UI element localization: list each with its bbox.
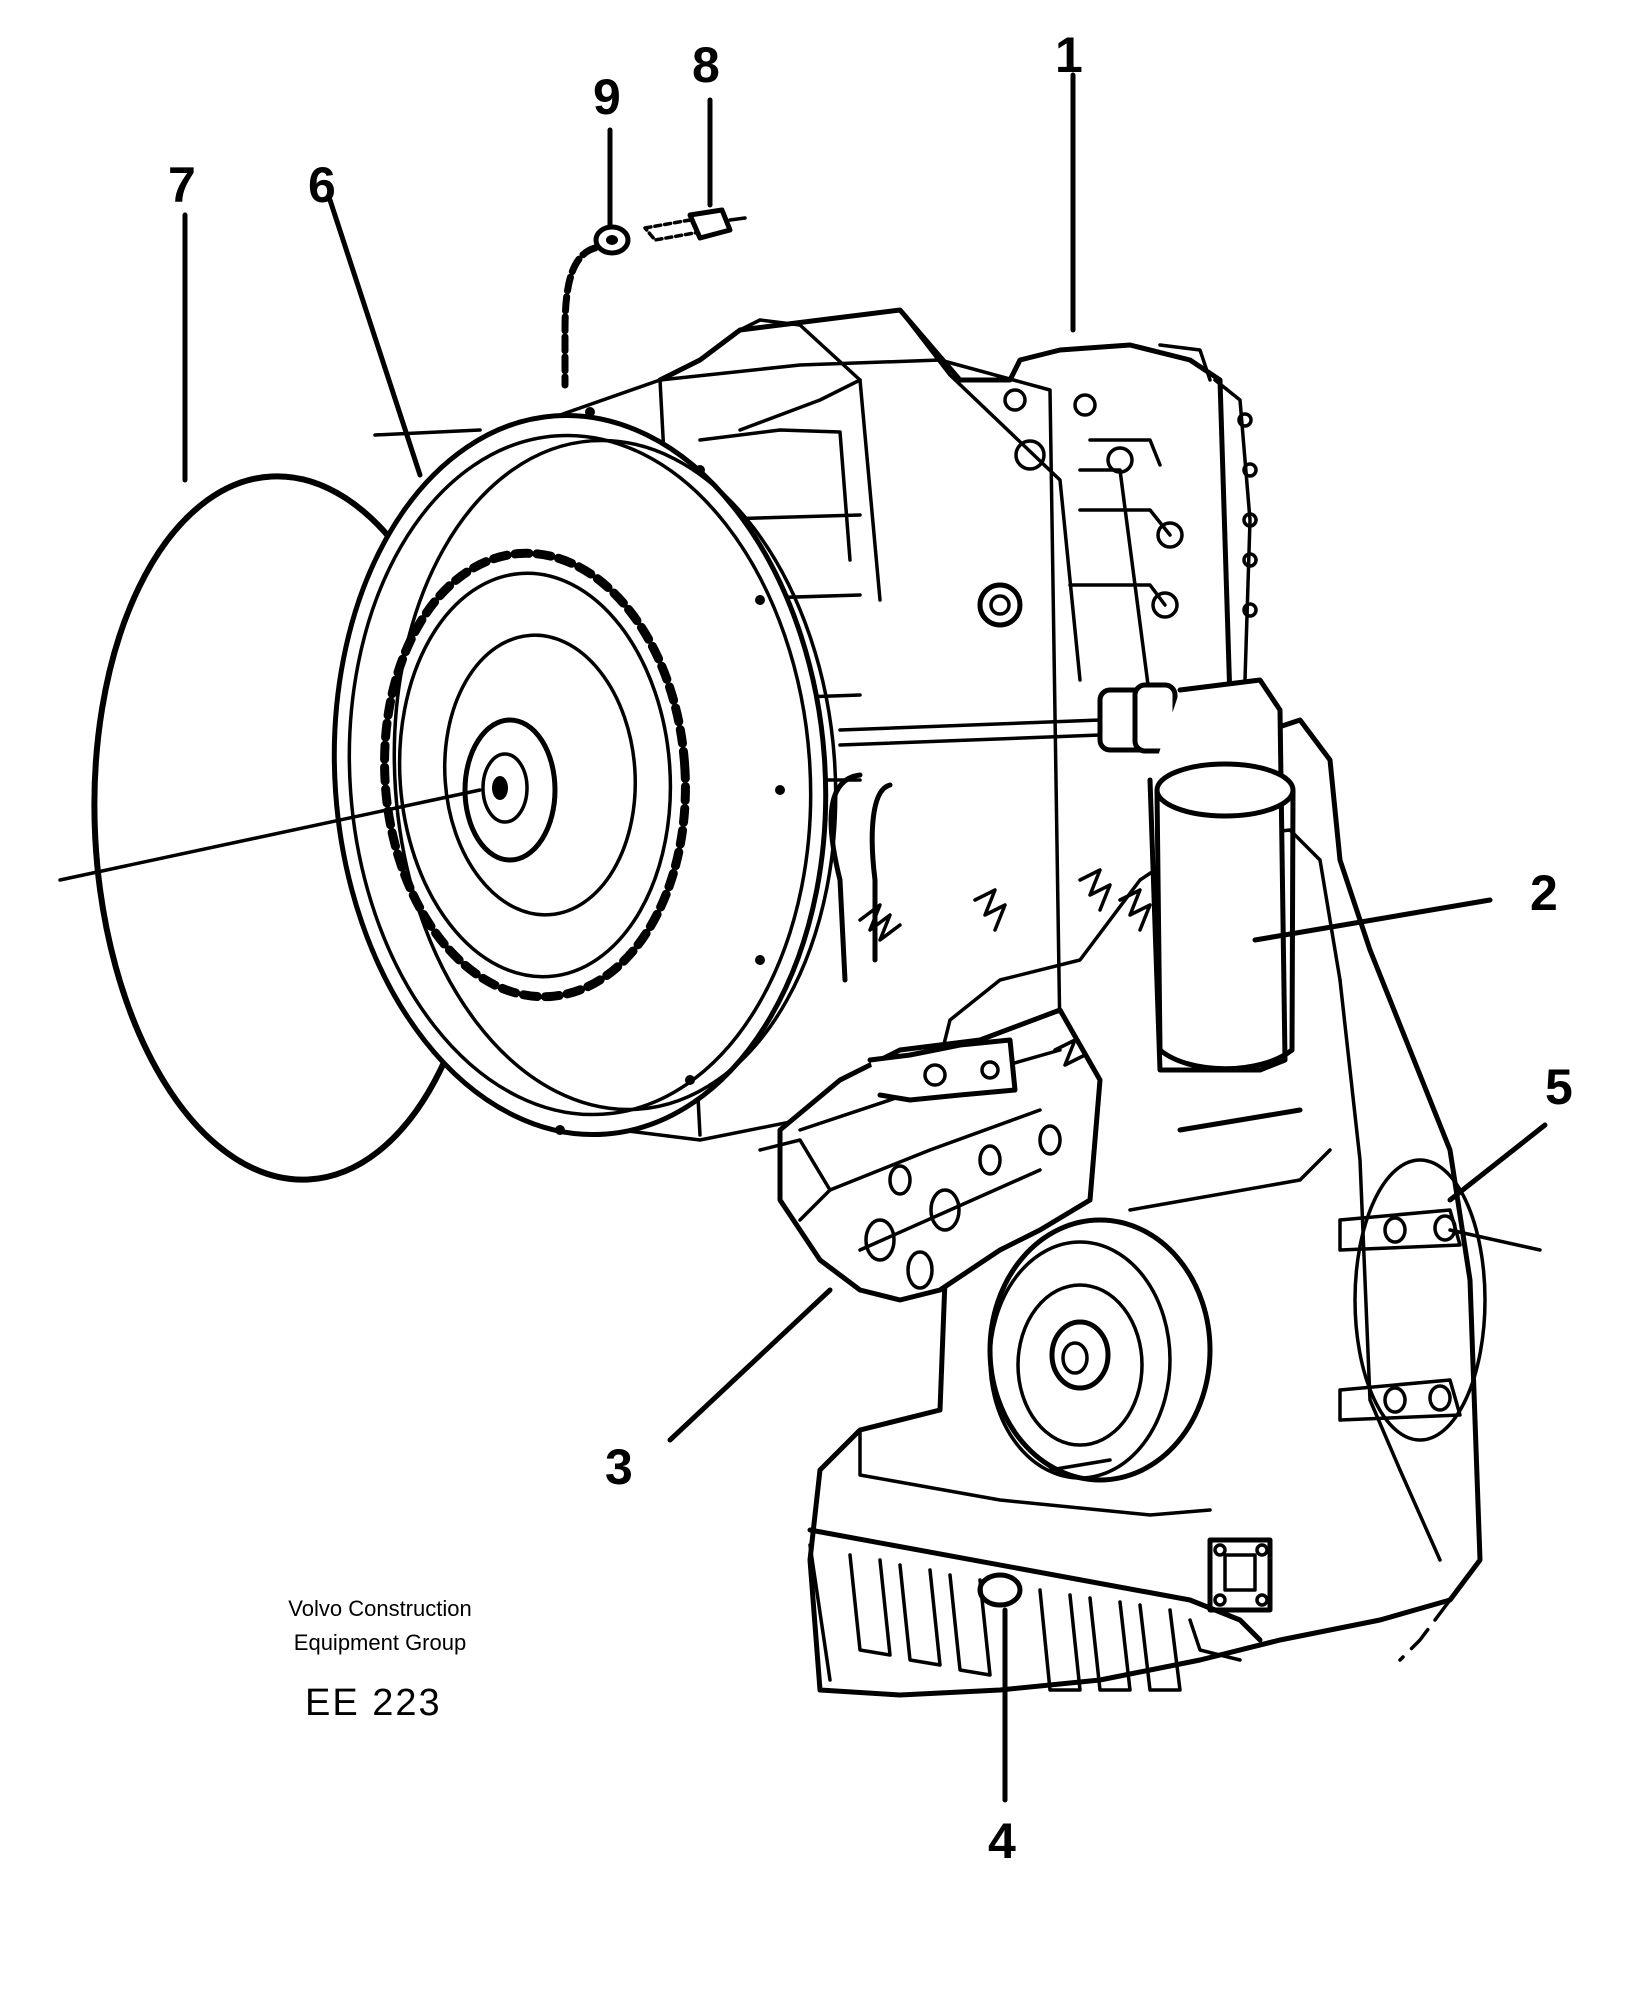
callout-7: 7: [168, 157, 196, 213]
part-2-oil-filter: [828, 677, 1296, 1073]
top-reference-line: [373, 428, 482, 437]
callout-5: 5: [1545, 1059, 1573, 1115]
assembly-guide-line: [561, 244, 599, 389]
centre-axis-line: [58, 788, 482, 882]
leader-line-3: [667, 1287, 833, 1443]
callout-9: 9: [593, 69, 621, 125]
manufacturer-caption: Volvo Construction Equipment Group: [250, 1592, 510, 1660]
part-3-control-valve: [758, 868, 1152, 1303]
part-6-converter-housing: [331, 358, 1062, 1142]
part-8-bolt: [643, 207, 747, 242]
leader-lines: [58, 72, 1548, 1803]
part-5-bearing-caps: [1338, 1158, 1487, 1442]
callout-2: 2: [1530, 865, 1558, 921]
callout-1: 1: [1055, 27, 1083, 83]
manufacturer-line-2: Equipment Group: [293, 1630, 467, 1655]
callout-8: 8: [692, 37, 720, 93]
leader-line-5: [1447, 1122, 1548, 1203]
callout-4: 4: [988, 1813, 1016, 1869]
manufacturer-line-1: Volvo Construction: [288, 1596, 472, 1621]
leader-line-5b: [1448, 1228, 1542, 1252]
callout-6: 6: [308, 157, 336, 213]
leader-line-6: [327, 197, 423, 478]
pulley-wheel: [987, 1217, 1213, 1483]
drawing-code: EE 223: [305, 1682, 442, 1724]
callout-3: 3: [605, 1439, 633, 1495]
part-9-washer: [593, 224, 631, 256]
leader-line-2: [1252, 897, 1493, 943]
